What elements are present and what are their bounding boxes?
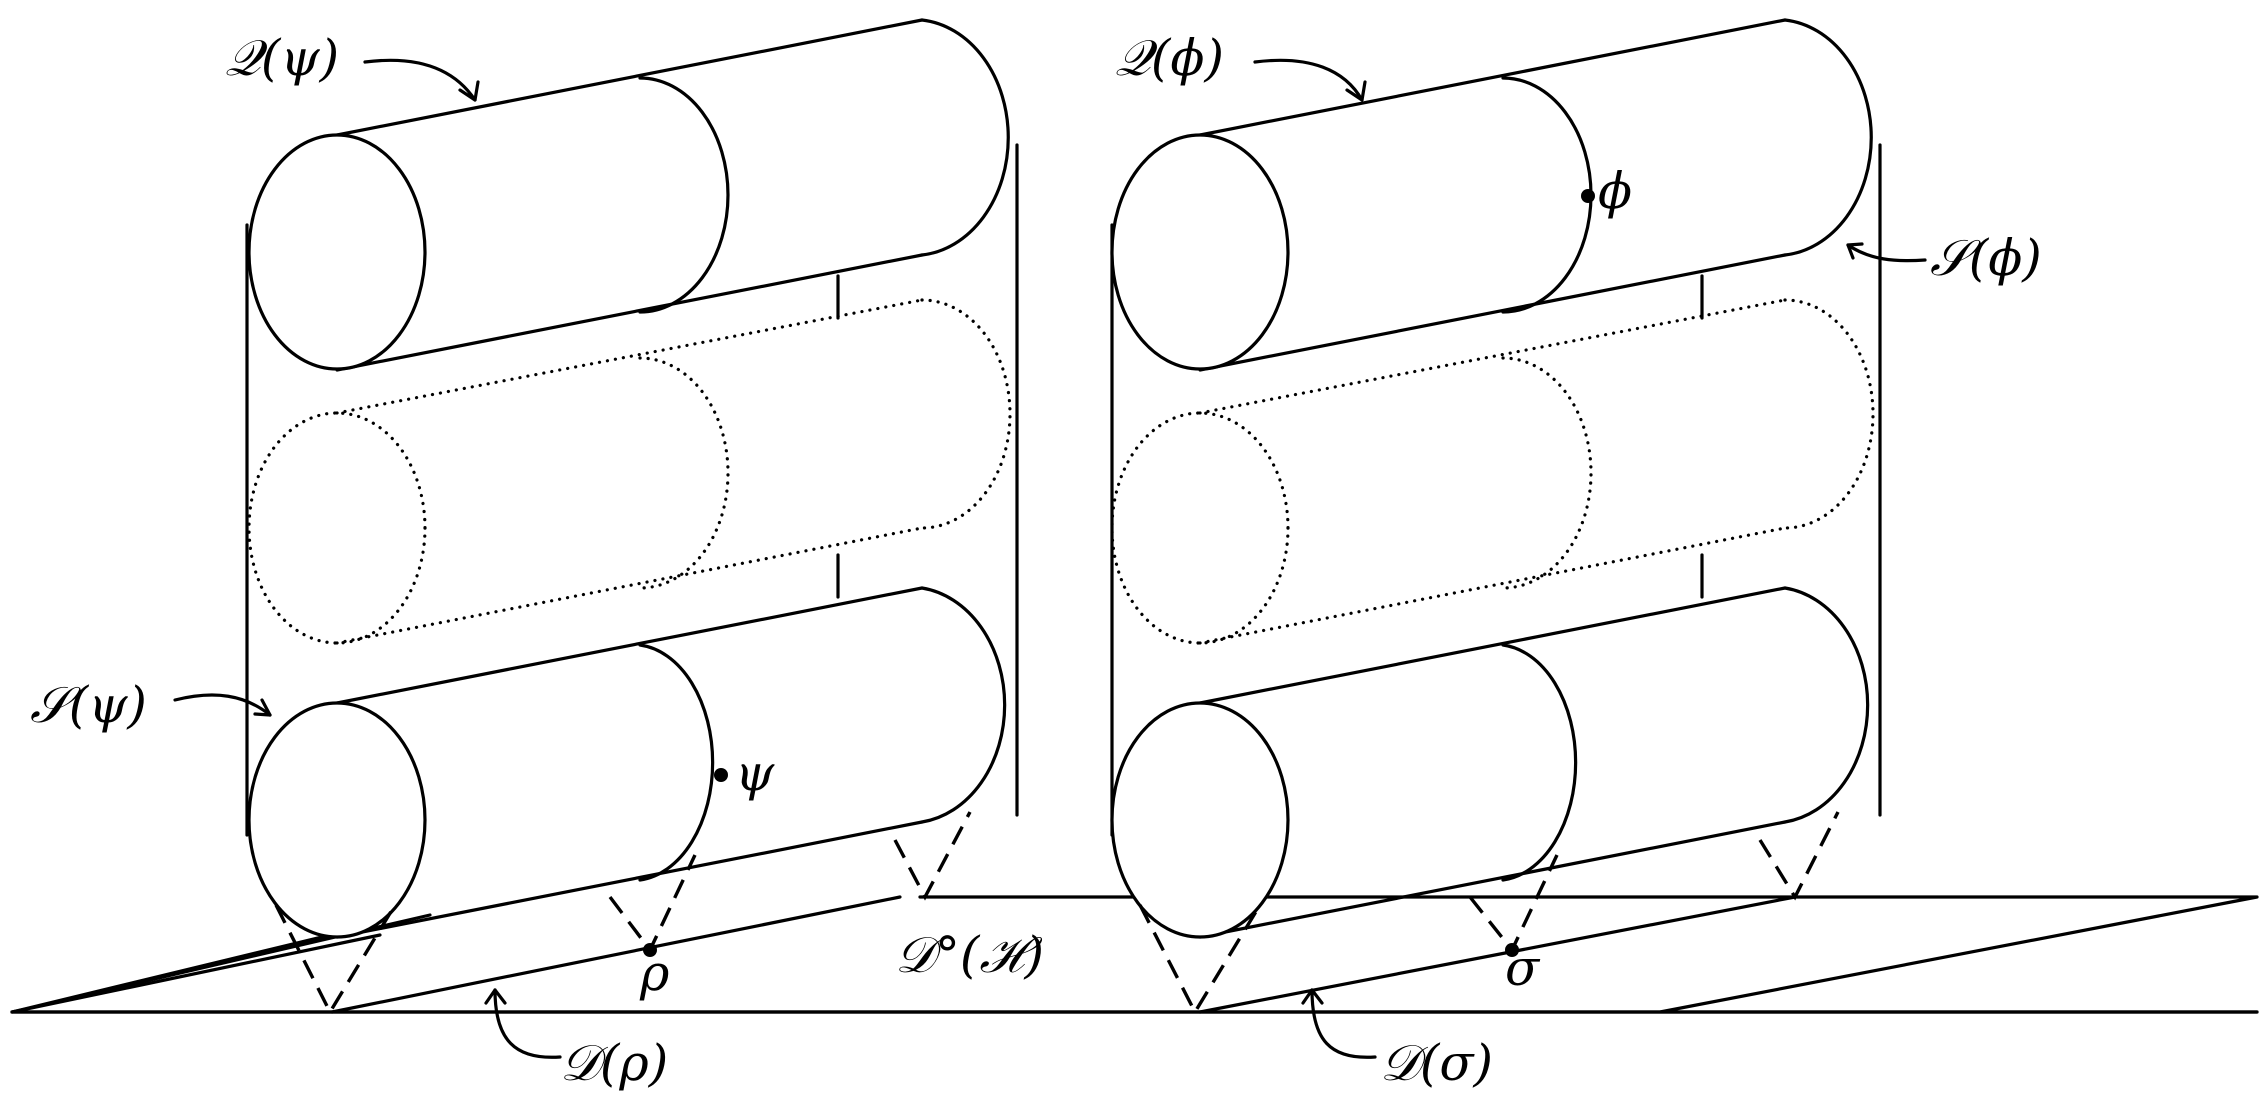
label-D-rho: 𝒟(ρ)	[560, 1034, 668, 1092]
label-phi: ϕ	[1598, 162, 1632, 220]
plane-line-rho	[330, 895, 902, 1014]
point-sigma	[1505, 943, 1519, 957]
base-plane-left-edge	[10, 933, 382, 1014]
arrow-Q-phi-head	[1345, 80, 1367, 102]
point-phi	[1581, 189, 1595, 203]
arrow-D-sigma-head	[1301, 988, 1324, 1005]
right-middle-cylinder-front	[1110, 411, 1290, 645]
right-bottom-cylinder-seam	[1501, 643, 1578, 882]
right-support-front	[1138, 904, 1262, 1016]
label-S-psi: 𝒮(ψ)	[30, 676, 147, 734]
left-top-cylinder-sides	[335, 18, 924, 372]
right-bottom-cylinder-front	[1110, 701, 1290, 939]
left-middle-cylinder-seam	[638, 356, 730, 590]
arrow-D-sigma	[1310, 988, 1377, 1059]
label-psi: ψ	[735, 744, 775, 802]
label-Q-phi: 𝒬(ϕ)	[1115, 29, 1224, 87]
label-sigma: σ	[1505, 939, 1541, 997]
arrow-S-psi-head	[253, 698, 272, 717]
right-structure	[1110, 18, 1882, 1016]
label-rho: ρ	[639, 944, 670, 1002]
left-middle-cylinder-front	[247, 411, 427, 645]
arrow-S-psi	[173, 693, 272, 717]
label-S-phi: 𝒮(ϕ)	[1930, 229, 2042, 287]
right-bottom-cylinder-back	[1783, 586, 1870, 824]
left-bottom-cylinder-seam	[638, 643, 715, 882]
label-D-circ-H: 𝒟°(ℋ)	[895, 926, 1044, 984]
label-D-sigma: 𝒟(σ)	[1380, 1034, 1493, 1092]
right-middle-cylinder-back	[1783, 298, 1875, 530]
arrows	[173, 58, 1927, 1059]
right-top-cylinder-sides	[1198, 18, 1787, 372]
label-Q-psi: 𝒬(ψ)	[225, 29, 339, 87]
arrow-S-phi-head	[1846, 242, 1864, 260]
plane-line-sigma	[1198, 895, 1797, 1014]
right-support-back	[1758, 811, 1840, 901]
arrow-Q-phi	[1253, 58, 1364, 102]
arrow-D-rho-head	[484, 988, 507, 1005]
arrow-Q-psi	[363, 58, 477, 102]
left-top-cylinder-back	[920, 18, 1010, 257]
left-support-back	[893, 811, 972, 901]
right-top-cylinder-front	[1110, 133, 1290, 371]
left-middle-cylinder-back	[920, 298, 1012, 530]
left-support-front	[274, 904, 397, 1016]
labels: 𝒬(ψ) 𝒬(ϕ) 𝒮(ψ) 𝒮(ϕ) ψ ϕ ρ σ 𝒟(ρ) 𝒟(σ) 𝒟°…	[30, 29, 2042, 1092]
point-psi	[714, 768, 728, 782]
arrow-Q-psi-head	[458, 80, 480, 102]
arrow-D-rho	[493, 988, 562, 1059]
left-top-cylinder-front	[247, 133, 427, 371]
right-bottom-cylinder-sides	[1198, 586, 1787, 939]
left-top-cylinder-seam	[638, 76, 730, 314]
left-bottom-cylinder-sides	[335, 586, 924, 939]
right-middle-cylinder-seam	[1501, 356, 1593, 590]
arrow-S-phi	[1846, 243, 1927, 263]
left-structure	[245, 18, 1019, 1016]
left-bottom-cylinder-front	[247, 701, 427, 939]
right-top-cylinder-seam	[1501, 76, 1593, 314]
left-bottom-cylinder-back	[920, 586, 1007, 824]
right-top-cylinder-back	[1783, 18, 1873, 257]
point-rho	[643, 943, 657, 957]
